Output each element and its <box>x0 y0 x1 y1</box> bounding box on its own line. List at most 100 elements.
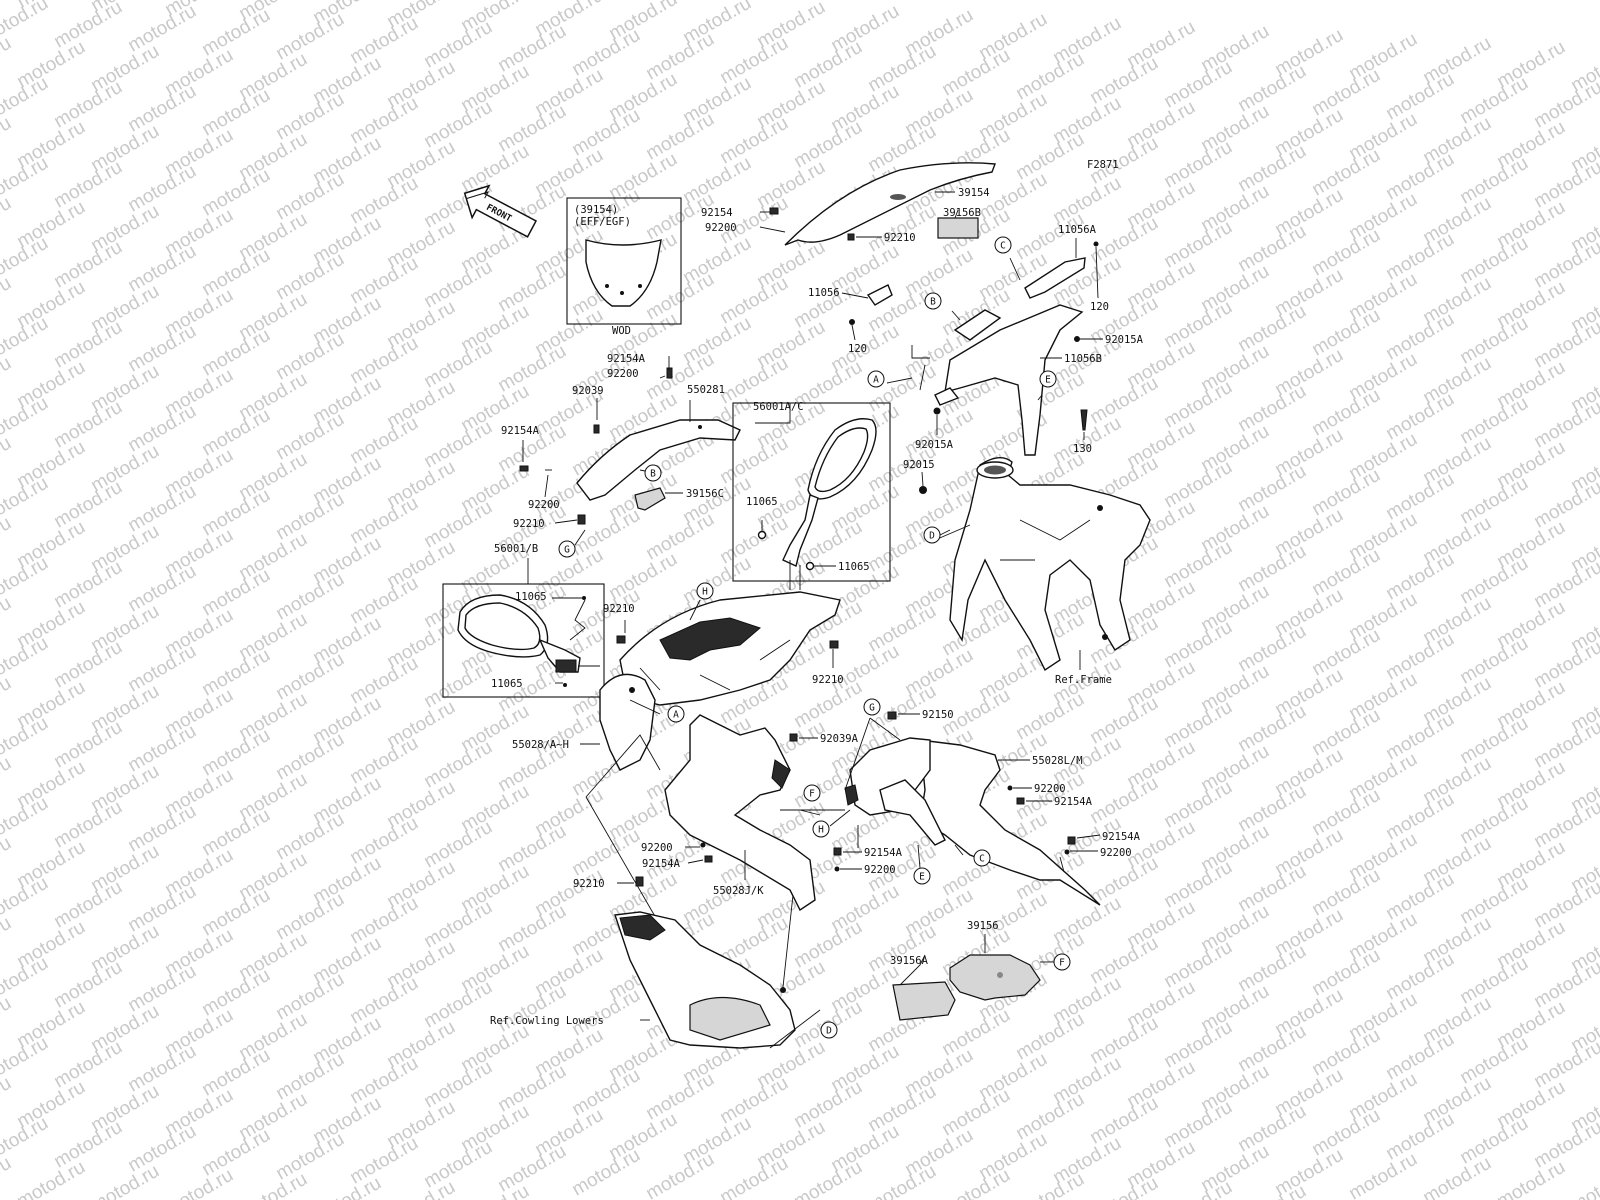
part-92039a: 92039A <box>820 733 859 745</box>
part-55028jk: 55028J/K <box>713 885 764 897</box>
part-39156c: 39156C <box>686 488 724 500</box>
part-11065-a: 11065 <box>746 496 778 508</box>
pad-39156c <box>634 487 666 511</box>
callout-b1: B <box>924 292 942 310</box>
diagram-code: F2871 <box>1087 159 1119 171</box>
part-92154a-g: 92154A <box>1102 831 1141 843</box>
part-92200-f: 92200 <box>864 864 896 876</box>
part-92210-c: 92210 <box>603 603 635 615</box>
part-120-left: 120 <box>848 343 867 355</box>
svg-text:C: C <box>1000 241 1006 252</box>
inset-part-label: (39154) <box>574 204 618 216</box>
part-11056: 11056 <box>808 287 840 299</box>
inner-cover-550281 <box>576 419 741 501</box>
part-39156b: 39156B <box>943 207 981 219</box>
part-92015a-mid: 92015A <box>915 439 954 451</box>
part-120-right: 120 <box>1090 301 1109 313</box>
side-cowl-55028lm <box>919 739 1101 906</box>
svg-text:D: D <box>929 531 935 542</box>
part-56001b: 56001/B <box>494 543 538 555</box>
callout-h1: H <box>696 582 714 600</box>
part-11056a: 11056A <box>1058 224 1097 236</box>
part-92200-a: 92200 <box>607 368 639 380</box>
ref-cowling-lowers-label: Ref.Cowling Lowers <box>490 1015 604 1027</box>
part-92210-b: 92210 <box>513 518 545 530</box>
pad-39156b <box>937 217 979 239</box>
part-11056b: 11056B <box>1064 353 1102 365</box>
bracket-11056a <box>1024 257 1086 299</box>
inset-variant-label: WOD <box>612 325 631 337</box>
inset-windshield <box>585 239 662 307</box>
part-39156a: 39156A <box>890 955 929 967</box>
callout-d1: D <box>923 526 941 544</box>
part-92154: 92154 <box>701 207 733 219</box>
svg-text:H: H <box>702 587 708 598</box>
part-11065-b: 11065 <box>838 561 870 573</box>
svg-text:B: B <box>930 297 936 308</box>
part-92200-h: 92200 <box>641 842 673 854</box>
callout-f2: F <box>1053 953 1071 971</box>
callout-c2: C <box>973 849 991 867</box>
ref-frame-label: Ref.Frame <box>1055 674 1112 686</box>
inset-models-label: (EFF/EGF) <box>574 216 631 228</box>
svg-text:A: A <box>673 710 679 721</box>
part-11065-c: 11065 <box>515 591 547 603</box>
pad-39156 <box>949 954 1041 1001</box>
upper-cowl <box>619 591 841 706</box>
part-92039: 92039 <box>572 385 604 397</box>
svg-text:D: D <box>826 1026 832 1037</box>
svg-text:F: F <box>809 789 815 800</box>
part-92200-e: 92200 <box>1034 783 1066 795</box>
part-92200-g: 92200 <box>1100 847 1132 859</box>
part-92150: 92150 <box>922 709 954 721</box>
part-550281: 550281 <box>687 384 725 396</box>
svg-text:G: G <box>564 545 570 556</box>
part-55028lm: 55028L/M <box>1032 755 1083 767</box>
part-92154a-e: 92154A <box>1054 796 1093 808</box>
part-92210-e: 92210 <box>573 878 605 890</box>
svg-text:G: G <box>869 703 875 714</box>
svg-text:E: E <box>919 872 925 883</box>
part-11065-d: 11065 <box>491 678 523 690</box>
callout-e1: E <box>1039 370 1057 388</box>
callout-a2: A <box>667 705 685 723</box>
callout-g2: G <box>863 698 881 716</box>
part-55028a-h: 55028/A~H <box>512 739 569 751</box>
svg-text:H: H <box>818 825 824 836</box>
part-92154a-a: 92154A <box>607 353 646 365</box>
callout-d2: D <box>820 1021 838 1039</box>
part-92154a-f: 92154A <box>864 847 903 859</box>
windshield <box>784 162 996 246</box>
part-92154a-h: 92154A <box>642 858 681 870</box>
part-39154: 39154 <box>958 187 990 199</box>
part-92200-b: 92200 <box>528 499 560 511</box>
svg-text:F: F <box>1059 958 1065 969</box>
bracket-11056 <box>866 284 893 306</box>
inset-windshield-box <box>566 197 682 325</box>
svg-text:A: A <box>873 375 879 386</box>
callout-g1: G <box>558 540 576 558</box>
pad-39156a <box>892 981 956 1021</box>
stay-11056b <box>944 304 1084 456</box>
svg-text:B: B <box>650 469 656 480</box>
svg-text:C: C <box>979 854 985 865</box>
frame <box>949 457 1151 672</box>
part-92154a-b: 92154A <box>501 425 540 437</box>
front-arrow-icon: FRONT <box>463 184 538 238</box>
mirror-box-56001ac <box>732 402 891 582</box>
svg-text:E: E <box>1045 375 1051 386</box>
side-cowl-55028jk <box>664 714 816 912</box>
part-130: 130 <box>1073 443 1092 455</box>
callout-h2: H <box>812 820 830 838</box>
callout-f1: F <box>803 784 821 802</box>
part-92015: 92015 <box>903 459 935 471</box>
callout-e2: E <box>913 867 931 885</box>
mirror-box-56001b <box>442 583 605 698</box>
part-56001ac: 56001A/C <box>753 401 804 413</box>
part-92200-top: 92200 <box>705 222 737 234</box>
callout-a1: A <box>867 370 885 388</box>
part-92210-d: 92210 <box>812 674 844 686</box>
part-92015a-right: 92015A <box>1105 334 1144 346</box>
part-39156: 39156 <box>967 920 999 932</box>
